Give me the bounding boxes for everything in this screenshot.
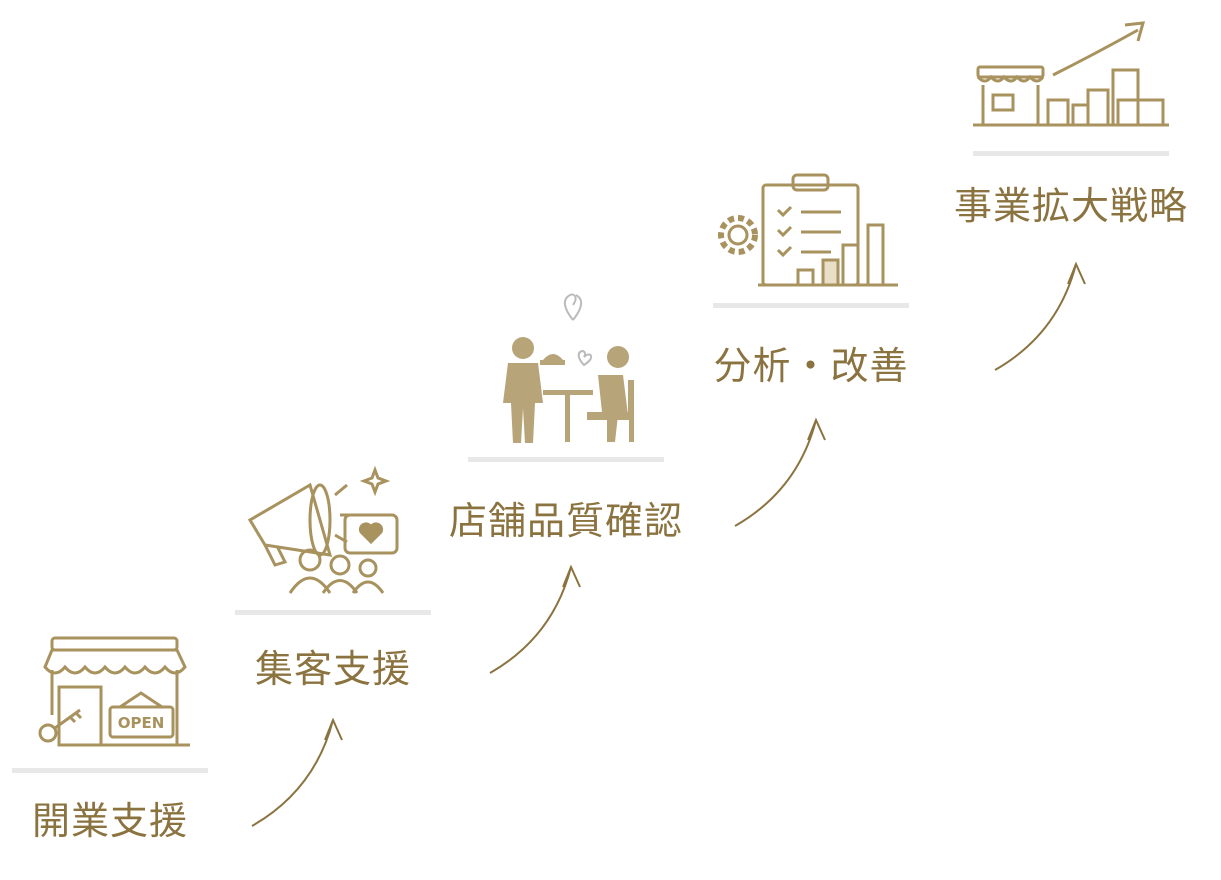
- step-label: 事業拡大戦略: [953, 184, 1188, 228]
- step-label: 店舗品質確認: [448, 499, 683, 543]
- business-growth-icon: [973, 15, 1169, 135]
- svg-text:OPEN: OPEN: [118, 714, 165, 732]
- step-label: 集客支援: [254, 647, 411, 691]
- divider: [973, 151, 1169, 156]
- arrow-connector: [489, 564, 581, 674]
- megaphone-customers-icon: [235, 460, 431, 600]
- arrow-connector: [734, 417, 826, 527]
- arrow-connector: [251, 717, 343, 827]
- divider: [235, 610, 431, 615]
- step-label: 開業支援: [31, 799, 188, 843]
- divider: [713, 303, 909, 308]
- arrow-connector: [994, 261, 1086, 371]
- clipboard-analysis-icon: [713, 170, 909, 290]
- divider: [468, 457, 664, 462]
- waiter-serving-customer-icon: [468, 285, 664, 445]
- step-label: 分析・改善: [713, 344, 909, 388]
- storefront-open-sign-icon: OPEN: [12, 595, 208, 750]
- divider: [12, 768, 208, 773]
